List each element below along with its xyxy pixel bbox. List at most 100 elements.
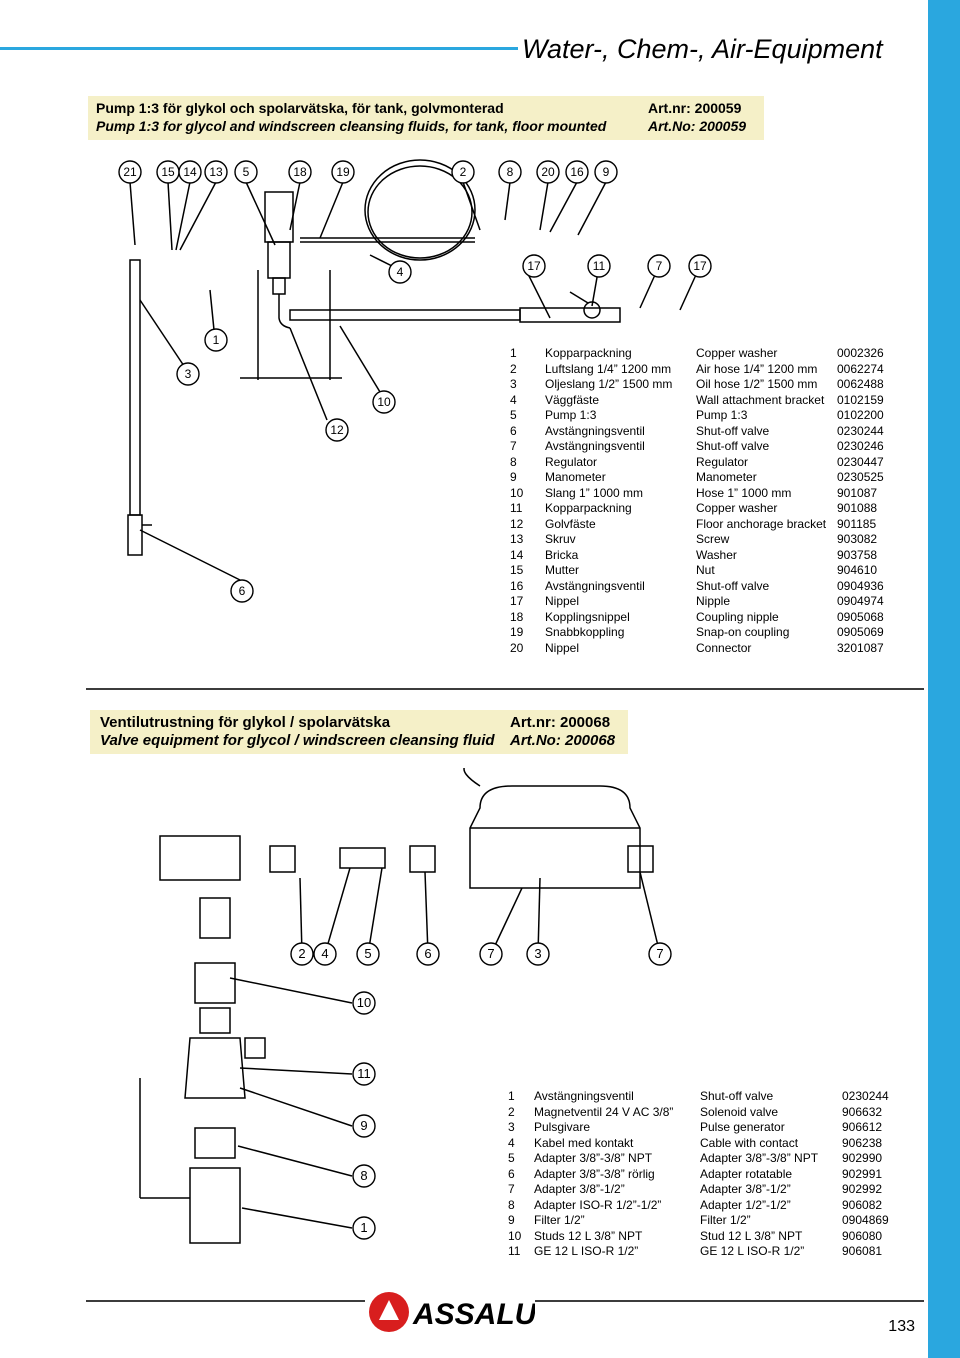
section1-art-sv: Art.nr: 200059 <box>648 100 742 116</box>
part-no: 9 <box>510 470 517 484</box>
callout: 14 <box>178 160 202 184</box>
svg-text:15: 15 <box>161 165 175 179</box>
part-sv: Pump 1:3 <box>545 408 597 422</box>
svg-text:2: 2 <box>298 946 305 961</box>
part-sv: Adapter 3/8”-3/8” NPT <box>534 1151 653 1165</box>
page-number: 133 <box>888 1318 915 1335</box>
callout: 8 <box>352 1164 376 1188</box>
svg-text:21: 21 <box>123 165 137 179</box>
part-no: 4 <box>510 392 517 407</box>
part-art: 0230244 <box>842 1089 889 1103</box>
svg-text:17: 17 <box>693 259 707 273</box>
part-no: 4 <box>508 1135 515 1150</box>
callout: 1 <box>204 328 228 352</box>
svg-text:20: 20 <box>541 165 555 179</box>
svg-text:13: 13 <box>209 165 223 179</box>
svg-text:18: 18 <box>293 165 307 179</box>
part-en: Pump 1:3 <box>696 408 748 422</box>
svg-text:7: 7 <box>487 946 494 961</box>
part-sv: Kabel med kontakt <box>534 1135 634 1150</box>
part-en: Nut <box>696 563 715 577</box>
svg-text:9: 9 <box>360 1118 367 1133</box>
part-no: 18 <box>510 609 524 624</box>
part-art: 0230244 <box>837 423 884 438</box>
valve-equipment-diagram: 2 4 5 6 7 3 7 10 11 9 8 1 <box>139 768 672 1244</box>
svg-text:4: 4 <box>397 265 404 279</box>
callout: 15 <box>156 160 180 184</box>
svg-text:7: 7 <box>656 946 663 961</box>
svg-text:17: 17 <box>527 259 541 273</box>
part-art: 0230525 <box>837 470 884 484</box>
svg-text:ASSALUB: ASSALUB <box>412 1298 535 1331</box>
part-en: Manometer <box>696 470 757 484</box>
part-en: Regulator <box>696 454 749 469</box>
svg-text:12: 12 <box>330 423 344 437</box>
svg-text:6: 6 <box>239 584 246 598</box>
callout: 2 <box>451 160 475 184</box>
part-art: 901088 <box>837 501 878 515</box>
part-art: 0230246 <box>837 439 884 453</box>
svg-text:8: 8 <box>360 1168 367 1183</box>
part-no: 2 <box>508 1104 515 1119</box>
part-sv: Manometer <box>545 470 606 484</box>
part-sv: Väggfäste <box>545 392 600 407</box>
part-en: Shut-off valve <box>700 1089 774 1103</box>
part-sv: Avstängningsventil <box>534 1089 634 1103</box>
part-en: Coupling nipple <box>696 609 779 624</box>
part-en: Adapter 3/8”-1/2” <box>700 1182 791 1196</box>
part-en: Cable with contact <box>700 1135 799 1150</box>
callout: 19 <box>331 160 355 184</box>
part-art: 901087 <box>837 485 878 500</box>
callout: 21 <box>118 160 142 184</box>
part-no: 11 <box>508 1244 521 1258</box>
svg-text:4: 4 <box>321 946 328 961</box>
part-sv: Avstängningsventil <box>545 423 645 438</box>
part-art: 0062274 <box>837 361 884 376</box>
side-color-band <box>928 0 960 1358</box>
svg-text:3: 3 <box>185 367 192 381</box>
svg-text:14: 14 <box>183 165 197 179</box>
svg-text:5: 5 <box>243 165 250 179</box>
part-en: Adapter rotatable <box>700 1166 793 1181</box>
svg-text:3: 3 <box>534 946 541 961</box>
callout: 17 <box>522 254 546 278</box>
part-en: Shut-off valve <box>696 439 770 453</box>
part-no: 17 <box>510 594 524 608</box>
svg-text:11: 11 <box>357 1066 371 1081</box>
callout: 6 <box>416 942 440 966</box>
part-art: 0230447 <box>837 454 884 469</box>
header-rule <box>0 47 518 50</box>
part-en: Oil hose 1/2” 1500 mm <box>696 377 818 391</box>
part-sv: Pulsgivare <box>534 1120 591 1134</box>
callout: 18 <box>288 160 312 184</box>
part-no: 15 <box>510 563 524 577</box>
part-sv: Adapter 3/8”-1/2” <box>534 1182 625 1196</box>
callout: 8 <box>498 160 522 184</box>
section2-art-en: Art.No: 200068 <box>510 732 616 749</box>
part-sv: Avstängningsventil <box>545 439 645 453</box>
part-en: Shut-off valve <box>696 578 770 593</box>
part-en: Adapter 1/2”-1/2” <box>700 1197 791 1212</box>
part-sv: Slang 1” 1000 mm <box>545 485 644 500</box>
part-no: 2 <box>510 361 517 376</box>
section2-title-en: Valve equipment for glycol / windscreen … <box>100 732 495 749</box>
callout: 6 <box>230 579 254 603</box>
part-no: 9 <box>508 1213 515 1227</box>
part-no: 5 <box>510 408 517 422</box>
part-no: 10 <box>508 1228 522 1243</box>
svg-text:8: 8 <box>507 165 514 179</box>
part-art: 0102159 <box>837 392 884 407</box>
part-sv: Golvfäste <box>545 516 596 531</box>
